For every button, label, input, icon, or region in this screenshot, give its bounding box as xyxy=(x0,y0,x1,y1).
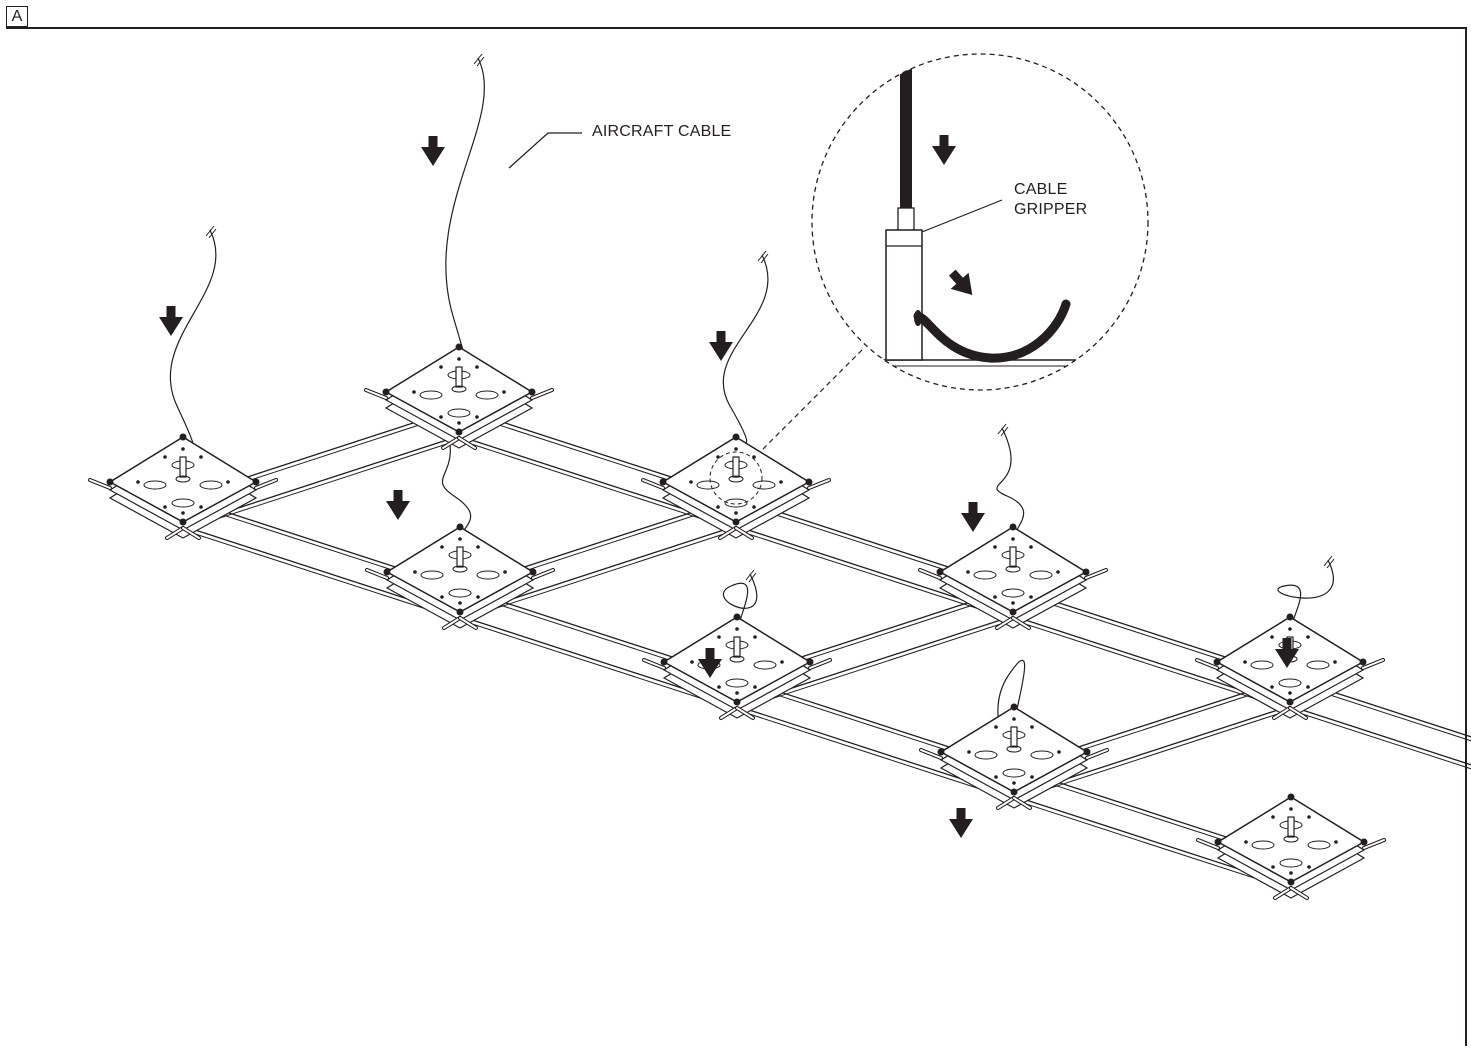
figure-tag: A xyxy=(6,6,28,27)
down-arrow-icon xyxy=(159,306,183,336)
aircraft-cable xyxy=(722,250,769,447)
aircraft-cable xyxy=(445,53,485,375)
down-arrow-icon xyxy=(386,490,410,520)
mounting-plate xyxy=(365,523,555,630)
mounting-plates xyxy=(88,343,1386,900)
aircraft-cable-label: AIRCRAFT CABLE xyxy=(592,123,732,140)
cable-gripper-label-line2: GRIPPER xyxy=(1014,201,1088,218)
mounting-plate xyxy=(642,613,832,720)
aircraft-cable xyxy=(1277,555,1335,627)
aircraft-cable xyxy=(722,569,758,627)
down-arrow-icon xyxy=(421,136,445,166)
down-arrow-icon xyxy=(949,808,973,838)
mounting-plate xyxy=(641,433,831,540)
mounting-plate xyxy=(1195,613,1385,720)
aircraft-cable-leader xyxy=(508,132,582,169)
down-arrow-icon xyxy=(961,502,985,532)
mounting-plate xyxy=(364,343,554,450)
mounting-plate xyxy=(88,433,278,540)
mounting-plate xyxy=(919,703,1109,810)
mounting-plate xyxy=(1196,793,1386,900)
aircraft-cable xyxy=(996,423,1025,537)
detail-callout xyxy=(709,53,1149,505)
mounting-plate xyxy=(918,523,1108,630)
cable-gripper-label-line1: CABLE xyxy=(1014,181,1068,198)
aircraft-cable xyxy=(169,225,217,449)
cable-gripper-label: CABLE GRIPPER xyxy=(1014,180,1087,220)
down-arrow-icon xyxy=(709,331,733,361)
frame-border xyxy=(28,27,1467,1046)
